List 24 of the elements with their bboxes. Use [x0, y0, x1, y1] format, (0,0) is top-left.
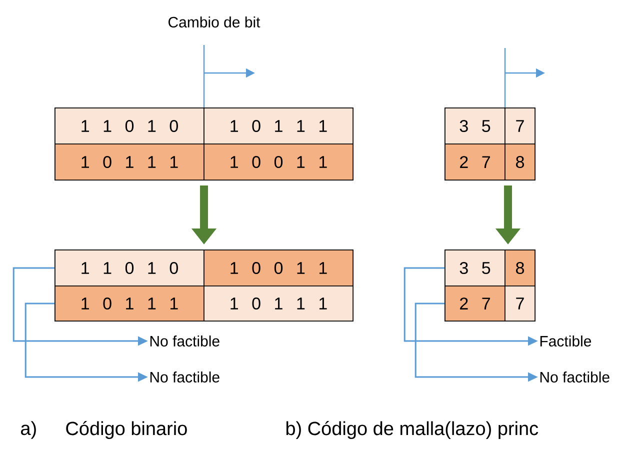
- table-cell: 7: [504, 108, 536, 144]
- table-cell: 8: [504, 250, 536, 286]
- table-cell: 2 7: [444, 286, 506, 322]
- result-label: No factible: [540, 372, 610, 382]
- caption: b) Código de malla(lazo) princ: [286, 421, 538, 439]
- table-cell: 7: [504, 286, 536, 322]
- table-cell: 1 1 0 1 0: [54, 250, 204, 286]
- table-cell: 1 0 1 1 1: [54, 286, 204, 322]
- caption-label: a): [21, 421, 36, 439]
- caption: Código binario: [66, 421, 187, 439]
- table-cell: 1 0 1 1 1: [204, 108, 354, 144]
- table-cell: 1 0 0 1 1: [204, 144, 354, 180]
- table-cell: 2 7: [444, 144, 506, 180]
- table-cell: 3 5: [444, 250, 506, 286]
- table-cell: 1 0 1 1 1: [54, 144, 204, 180]
- result-label: No factible: [150, 336, 220, 346]
- table-cell: 3 5: [444, 108, 506, 144]
- result-label: Factible: [540, 336, 592, 346]
- table-cell: 8: [504, 144, 536, 180]
- table-cell: 1 1 0 1 0: [54, 108, 204, 144]
- table-cell: 1 0 1 1 1: [204, 286, 354, 322]
- table-cell: 1 0 0 1 1: [204, 250, 354, 286]
- result-label: No factible: [150, 372, 220, 382]
- heading-label: Cambio de bit: [168, 16, 260, 28]
